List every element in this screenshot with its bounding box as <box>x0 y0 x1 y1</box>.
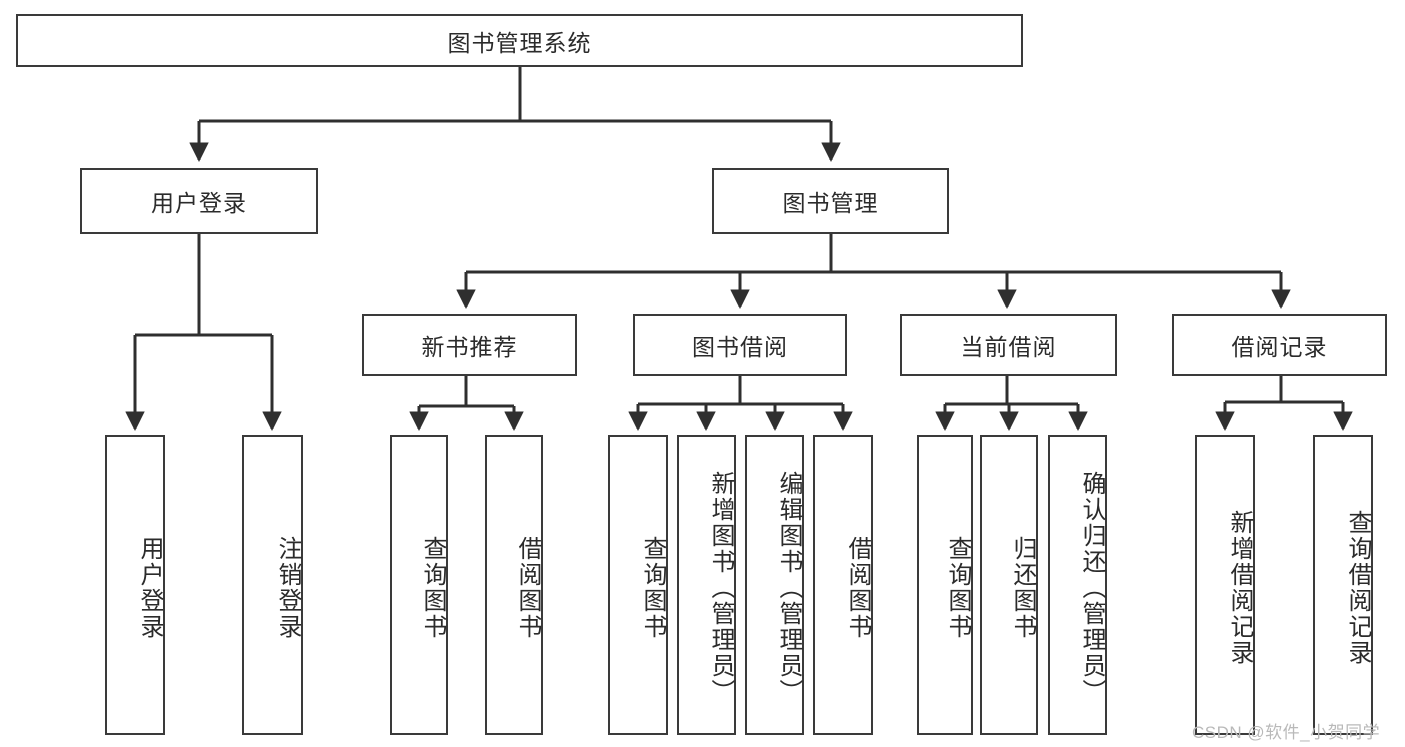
node-new-book-recommend[interactable]: 新书推荐 <box>362 314 577 376</box>
node-leaf-borrow-book-2-label: 借阅图书 <box>844 536 871 640</box>
node-leaf-user-login[interactable]: 用户登录 <box>105 435 165 735</box>
node-leaf-return-book[interactable]: 归还图书 <box>980 435 1038 735</box>
node-leaf-query-record[interactable]: 查询借阅记录 <box>1313 435 1373 735</box>
node-leaf-add-record-label: 新增借阅记录 <box>1226 510 1253 666</box>
node-user-login[interactable]: 用户登录 <box>80 168 318 234</box>
node-current-borrow[interactable]: 当前借阅 <box>900 314 1117 376</box>
node-borrow-record-label: 借阅记录 <box>1231 334 1328 360</box>
node-root-label: 图书管理系统 <box>447 29 592 56</box>
node-leaf-query-record-label: 查询借阅记录 <box>1344 510 1371 666</box>
node-leaf-add-book-label: 新增图书（管理员） <box>707 471 734 705</box>
node-root[interactable]: 图书管理系统 <box>16 14 1023 67</box>
node-leaf-user-login-label: 用户登录 <box>136 536 163 640</box>
node-book-borrow-label: 图书借阅 <box>692 334 788 360</box>
node-book-borrow[interactable]: 图书借阅 <box>633 314 847 376</box>
node-leaf-query-book-2[interactable]: 查询图书 <box>608 435 668 735</box>
node-leaf-logout-login-label: 注销登录 <box>274 536 301 640</box>
node-leaf-query-book-3[interactable]: 查询图书 <box>917 435 973 735</box>
node-leaf-query-book-1[interactable]: 查询图书 <box>390 435 448 735</box>
node-book-manage[interactable]: 图书管理 <box>712 168 949 234</box>
node-leaf-query-book-1-label: 查询图书 <box>419 536 446 640</box>
node-current-borrow-label: 当前借阅 <box>960 334 1057 360</box>
node-leaf-query-book-3-label: 查询图书 <box>944 536 971 640</box>
node-leaf-edit-book[interactable]: 编辑图书（管理员） <box>745 435 804 735</box>
node-leaf-confirm-return-label: 确认归还（管理员） <box>1078 471 1105 705</box>
node-leaf-add-record[interactable]: 新增借阅记录 <box>1195 435 1255 735</box>
node-leaf-borrow-book-1-label: 借阅图书 <box>514 536 541 640</box>
node-new-book-recommend-label: 新书推荐 <box>421 334 518 360</box>
node-leaf-confirm-return[interactable]: 确认归还（管理员） <box>1048 435 1107 735</box>
node-leaf-edit-book-label: 编辑图书（管理员） <box>775 471 802 705</box>
node-book-manage-label: 图书管理 <box>782 190 879 216</box>
node-leaf-query-book-2-label: 查询图书 <box>639 536 666 640</box>
node-leaf-borrow-book-1[interactable]: 借阅图书 <box>485 435 543 735</box>
node-leaf-logout-login[interactable]: 注销登录 <box>242 435 303 735</box>
node-leaf-add-book[interactable]: 新增图书（管理员） <box>677 435 736 735</box>
node-user-login-label: 用户登录 <box>151 190 247 216</box>
node-borrow-record[interactable]: 借阅记录 <box>1172 314 1387 376</box>
node-leaf-return-book-label: 归还图书 <box>1009 536 1036 640</box>
node-leaf-borrow-book-2[interactable]: 借阅图书 <box>813 435 873 735</box>
